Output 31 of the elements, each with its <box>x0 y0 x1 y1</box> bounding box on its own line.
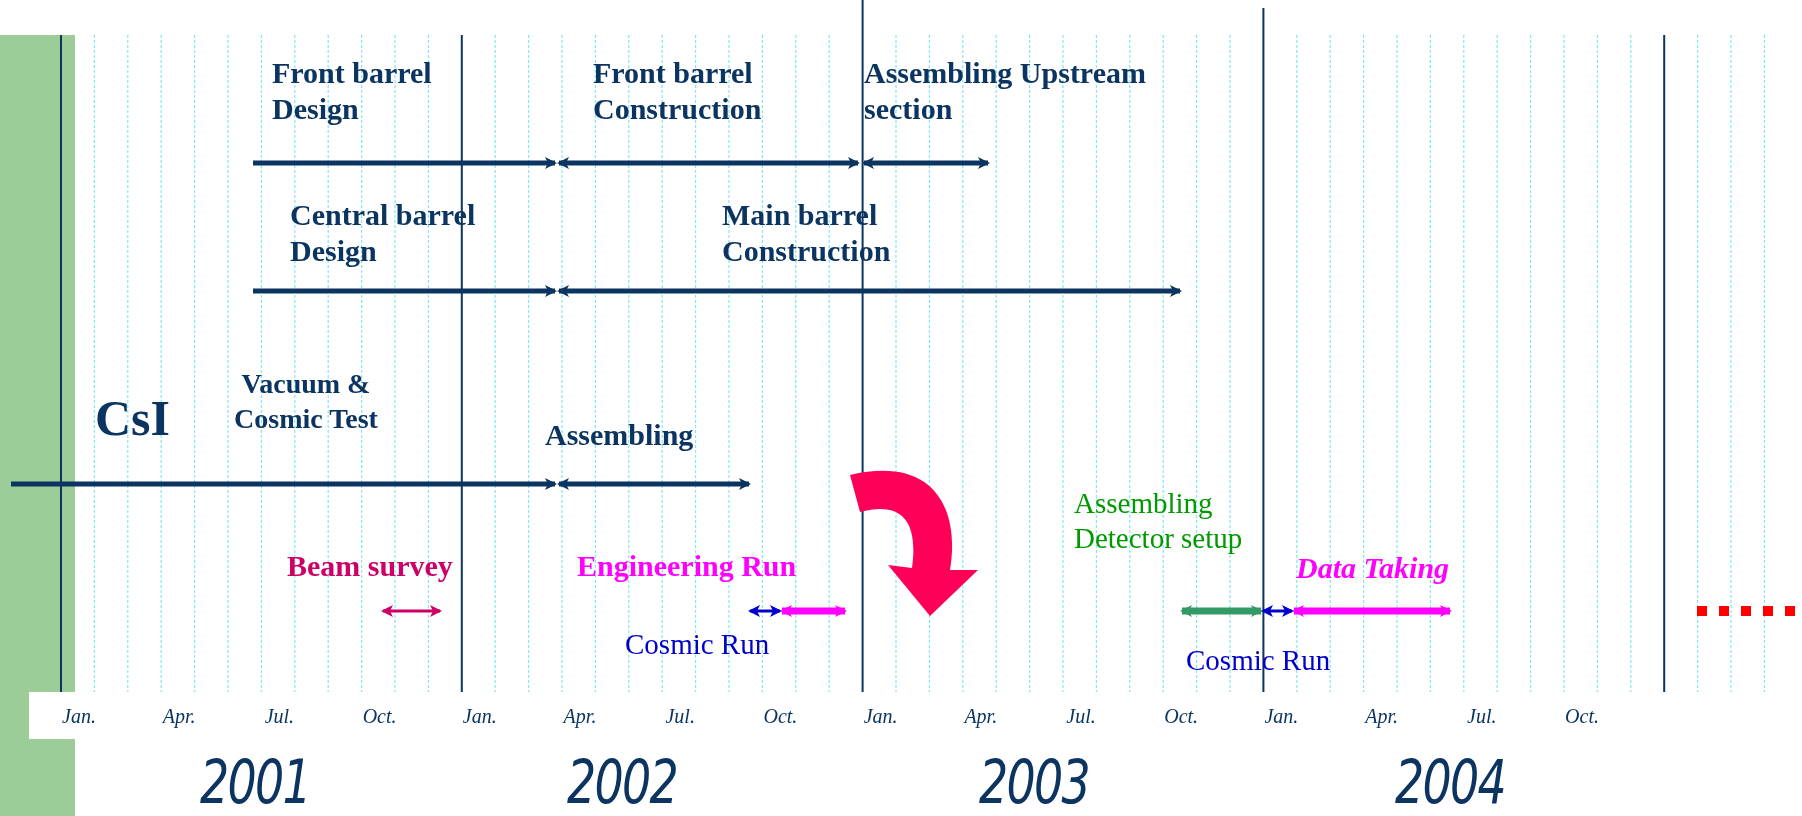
month-label: Apr. <box>563 704 597 728</box>
year-label: 2001 <box>200 746 310 816</box>
task-label: Engineering Run <box>577 548 797 584</box>
group-label: CsI <box>95 389 171 448</box>
year-label: 2004 <box>1395 746 1505 816</box>
month-label: Jul. <box>665 704 695 728</box>
task-label: Front barrel Design <box>272 55 433 127</box>
month-label: Apr. <box>162 704 196 728</box>
month-label: Jul. <box>264 704 295 728</box>
month-label: Oct. <box>1164 704 1199 728</box>
month-label: Jan. <box>462 704 497 728</box>
year-label: 2003 <box>979 746 1089 816</box>
month-label: Apr. <box>964 704 998 728</box>
task-label: Data Taking <box>1296 550 1450 586</box>
month-label: Jul. <box>1467 704 1497 728</box>
task-label: Front barrel Construction <box>593 55 763 127</box>
task-label: Beam survey <box>287 548 453 584</box>
task-label: Assembling Upstream section <box>864 55 1147 127</box>
month-label: Jul. <box>1066 704 1096 728</box>
month-label: Apr. <box>1365 704 1398 728</box>
month-label: Oct. <box>1565 704 1599 728</box>
month-label: Jan. <box>62 704 96 728</box>
task-label: Assembling Detector setup <box>1074 486 1244 556</box>
task-label: Assembling <box>545 417 694 453</box>
task-label: Vacuum & Cosmic Test <box>233 367 379 436</box>
month-label: Oct. <box>763 704 798 728</box>
task-label: Cosmic Run <box>625 627 770 662</box>
month-label: Jan. <box>863 704 898 728</box>
year-label: 2002 <box>567 746 677 816</box>
month-label: Jan. <box>1264 704 1299 728</box>
month-label: Oct. <box>362 704 397 728</box>
